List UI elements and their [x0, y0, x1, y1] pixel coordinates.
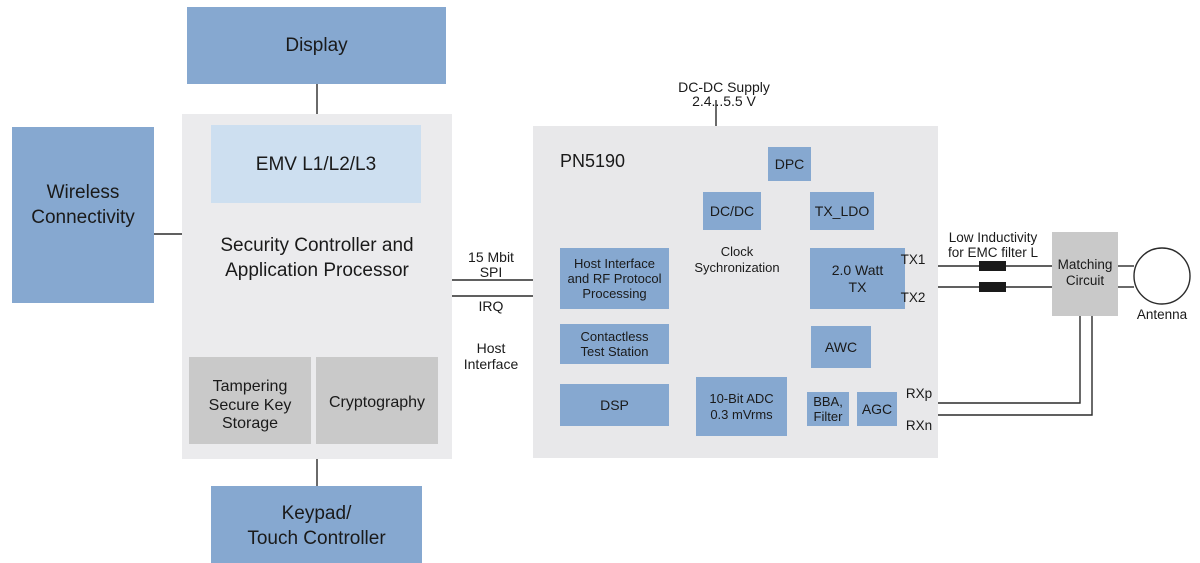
security-label-2: Application Processor: [225, 260, 409, 281]
spi-label-2: SPI: [480, 264, 503, 280]
security-controller-block: EMV L1/L2/L3 Security Controller and App…: [182, 114, 452, 459]
tx1-label: TX1: [901, 252, 926, 267]
security-label-1: Security Controller and: [220, 235, 413, 256]
bba-label-2: Filter: [814, 409, 844, 424]
agc-label: AGC: [862, 401, 892, 417]
txldo-block: [810, 192, 874, 230]
tx2-label: TX2: [901, 290, 926, 305]
dcdc-label: DC/DC: [710, 203, 754, 219]
tampering-label-1: Tampering: [213, 378, 288, 395]
contactless-label-2: Test Station: [581, 344, 649, 359]
keypad-label-1: Keypad/: [282, 503, 352, 524]
cryptography-label: Cryptography: [329, 394, 425, 411]
tx-label-1: 2.0 Watt: [832, 262, 884, 278]
rxn-label: RXn: [906, 418, 932, 433]
host-interface-label-2: Interface: [464, 356, 519, 372]
adc-block: [696, 377, 787, 436]
contactless-block: [560, 324, 669, 364]
host-if-label-2: and RF Protocol: [568, 271, 662, 286]
antenna-icon: [1133, 247, 1191, 305]
spi-label-1: 15 Mbit: [468, 249, 514, 265]
rxn-line: [897, 316, 1093, 416]
agc-block: [857, 392, 897, 426]
tx-label-2: TX: [849, 279, 868, 295]
irq-label: IRQ: [479, 298, 504, 314]
host-if-label-3: Processing: [582, 286, 646, 301]
host-if-label-1: Host Interface: [574, 256, 655, 271]
clock-sync-label-2: Sychronization: [694, 260, 779, 275]
matching-label-2: Circuit: [1066, 273, 1105, 288]
bba-block: [807, 392, 849, 426]
txldo-label: TX_LDO: [815, 203, 870, 219]
low-inductivity-label-1: Low Inductivity: [949, 230, 1038, 245]
rxp-label: RXp: [906, 386, 932, 401]
emv-block: [211, 125, 421, 203]
clock-sync-label-1: Clock: [721, 244, 754, 259]
awc-block: [811, 326, 871, 368]
wireless-block: Wireless Connectivity: [12, 127, 154, 303]
rxp-line: [897, 316, 1081, 404]
pn5190-label: PN5190: [560, 151, 625, 171]
antenna-label: Antenna: [1137, 307, 1188, 322]
wireless-label-1: Wireless: [47, 182, 120, 203]
wireless-label-2: Connectivity: [31, 207, 135, 228]
emc-inductor-1: [979, 261, 1006, 271]
host-if-block: [560, 248, 669, 309]
adc-label-1: 10-Bit ADC: [709, 391, 773, 406]
tx-block: [810, 248, 905, 309]
tampering-label-2: Secure Key: [209, 397, 292, 414]
bba-label-1: BBA,: [813, 394, 843, 409]
emc-inductor-2: [979, 282, 1006, 292]
adc-label-2: 0.3 mVrms: [710, 407, 773, 422]
tampering-block: [189, 357, 311, 444]
awc-label: AWC: [825, 339, 857, 355]
display-block: Display: [187, 7, 446, 84]
dpc-block: [768, 147, 811, 181]
tampering-label-3: Storage: [222, 415, 278, 432]
keypad-block: Keypad/ Touch Controller: [211, 486, 422, 563]
cryptography-block: [316, 357, 438, 444]
matching-label-1: Matching: [1058, 257, 1113, 272]
low-inductivity-label-2: for EMC filter L: [948, 245, 1039, 260]
dc-supply-label-2: 2.4...5.5 V: [692, 93, 756, 109]
host-interface-label-1: Host: [477, 340, 506, 356]
dcdc-block: [703, 192, 761, 230]
dc-supply-label-1: DC-DC Supply: [678, 79, 770, 95]
contactless-label-1: Contactless: [581, 329, 649, 344]
emv-label: EMV L1/L2/L3: [256, 154, 376, 175]
matching-circuit-block: Matching Circuit: [1052, 232, 1118, 316]
keypad-label-2: Touch Controller: [247, 528, 386, 549]
dsp-block: [560, 384, 669, 426]
dpc-label: DPC: [775, 156, 805, 172]
display-label: Display: [285, 35, 348, 56]
pn5190-block: PN5190 DPC DC/DC TX_LDO Host Interface a…: [533, 126, 938, 458]
dsp-label: DSP: [600, 397, 629, 413]
